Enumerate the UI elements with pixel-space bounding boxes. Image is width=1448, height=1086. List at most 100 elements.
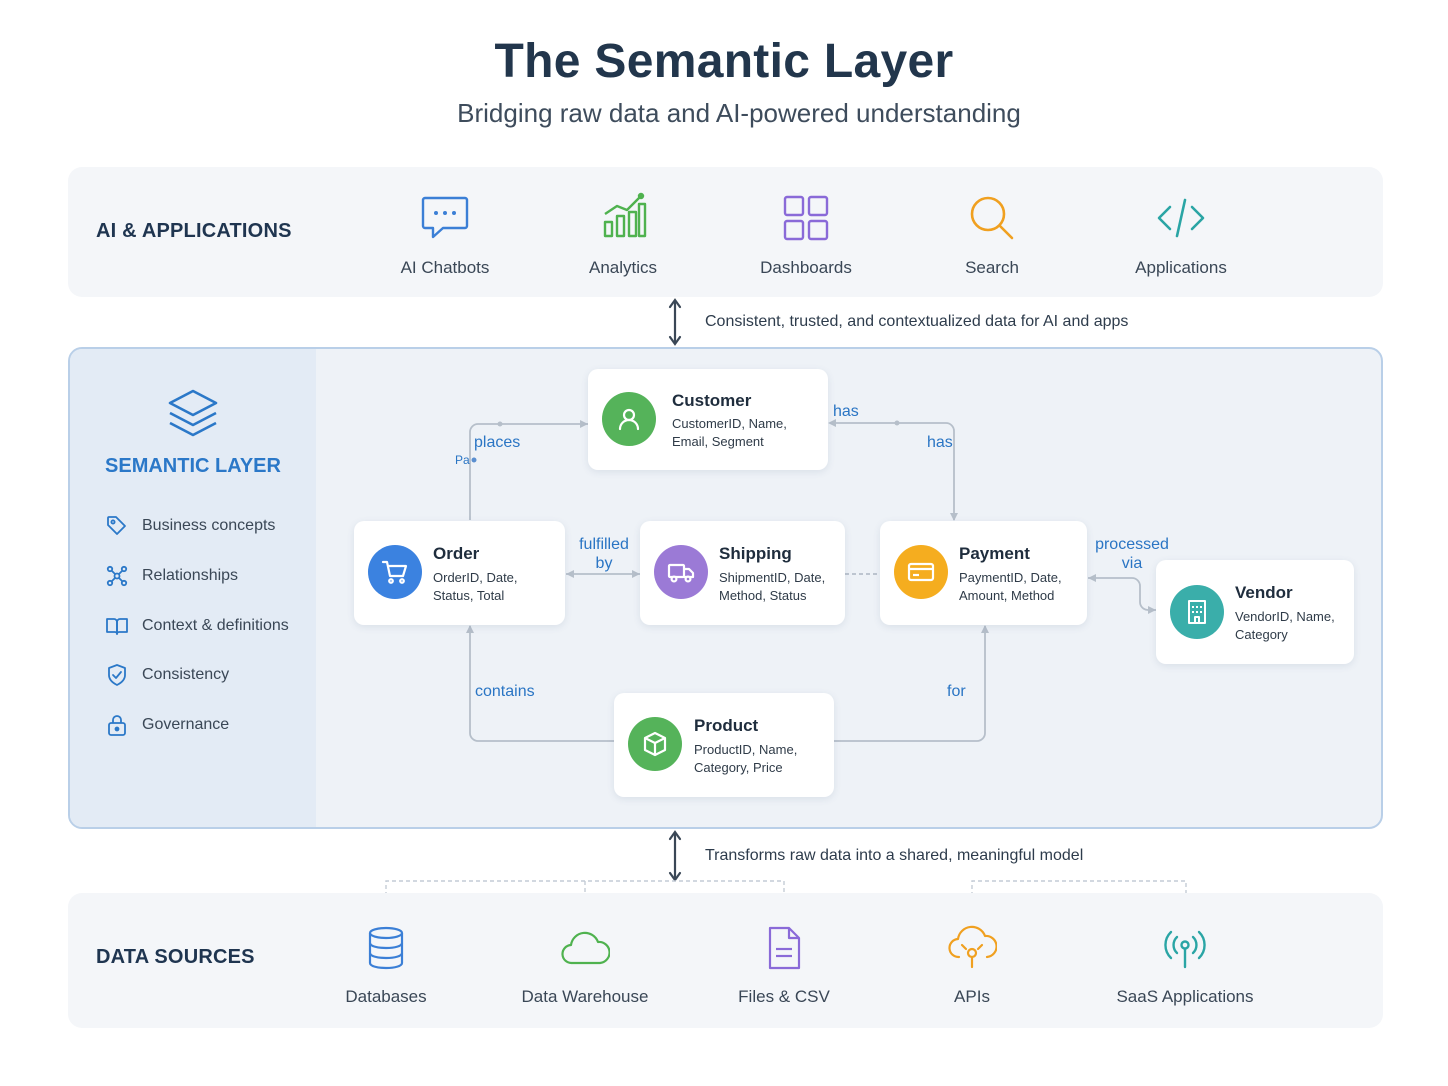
field-line: Category, Price (694, 760, 783, 775)
source-label: SaaS Applications (1116, 987, 1254, 1006)
app-label: Applications (1135, 258, 1227, 277)
entity-name: Shipping (719, 544, 792, 563)
edge-label-places: places (474, 434, 521, 451)
field-line: PaymentID, Date, (959, 570, 1062, 585)
credit-card-icon (907, 562, 935, 582)
app-dashboards[interactable]: Dashboards (721, 192, 891, 278)
feature-business-concepts: Business concepts (106, 514, 275, 538)
connector-arrow-top (668, 298, 682, 346)
database-icon (368, 926, 404, 970)
app-label: Analytics (588, 258, 658, 277)
code-icon (1157, 198, 1205, 238)
entity-product[interactable]: Product ProductID, Name, Category, Price (614, 693, 834, 797)
grid-icon (783, 195, 829, 241)
feature-label: Relationships (142, 567, 239, 584)
edge-label-for: for (947, 683, 966, 700)
network-icon (106, 565, 128, 587)
edge-label-stray: Pa (455, 453, 470, 467)
shield-check-icon (108, 664, 126, 686)
field-line: ShipmentID, Date, (719, 570, 826, 585)
layers-icon (168, 389, 218, 437)
connector-arrow-bottom (668, 830, 682, 882)
edge-label-contains: contains (475, 683, 535, 700)
feature-label: Context & definitions (142, 617, 289, 634)
source-files-csv[interactable]: Files & CSV (699, 925, 869, 1007)
cloud-icon (561, 931, 610, 965)
feature-consistency: Consistency (106, 663, 229, 687)
truck-icon (667, 563, 695, 583)
edge-label-has-1: has (833, 403, 859, 420)
entity-customer[interactable]: Customer CustomerID, Name, Email, Segmen… (588, 369, 828, 470)
tag-icon (107, 516, 126, 535)
feature-label: Governance (142, 716, 230, 733)
app-ai-chatbots[interactable]: AI Chatbots (360, 192, 530, 278)
edge-label-line: processed (1095, 536, 1169, 553)
entity-icon-circle (1170, 585, 1224, 639)
field-line: Email, Segment (672, 434, 764, 449)
feature-relationships: Relationships (106, 564, 238, 588)
entity-vendor[interactable]: Vendor VendorID, Name, Category (1156, 560, 1354, 664)
edge-label-line: by (595, 555, 613, 572)
entity-fields: VendorID, Name, Category (1235, 608, 1335, 644)
source-saas-applications[interactable]: SaaS Applications (1085, 925, 1285, 1007)
edge-label-line: via (1121, 555, 1143, 572)
entity-name: Payment (959, 544, 1030, 563)
chat-bubble-icon (421, 196, 469, 239)
entity-payment[interactable]: Payment PaymentID, Date, Amount, Method (880, 521, 1087, 625)
bar-chart-icon (603, 192, 647, 238)
field-line: Status, Total (433, 588, 505, 603)
page-subtitle: Bridging raw data and AI-powered underst… (457, 98, 1021, 128)
edge-label-processed-via: processed via (1090, 535, 1174, 573)
app-search[interactable]: Search (907, 192, 1077, 278)
band-label-data-sources: DATA SOURCES (96, 946, 255, 968)
app-label: AI Chatbots (400, 258, 490, 277)
entity-fields: CustomerID, Name, Email, Segment (672, 415, 787, 451)
entity-fields: PaymentID, Date, Amount, Method (959, 569, 1062, 605)
source-databases[interactable]: Databases (301, 925, 471, 1007)
entity-fields: OrderID, Date, Status, Total (433, 569, 518, 605)
field-line: OrderID, Date, (433, 570, 518, 585)
user-icon (618, 408, 640, 431)
entity-name: Customer (672, 391, 752, 410)
field-line: Category (1235, 627, 1288, 642)
field-line: ProductID, Name, (694, 742, 798, 757)
edge-label-line: fulfilled (579, 536, 629, 553)
entity-order[interactable]: Order OrderID, Date, Status, Total (354, 521, 565, 625)
page-title: The Semantic Layer (494, 35, 954, 88)
entity-icon-circle (628, 717, 682, 771)
source-label: APIs (954, 987, 990, 1006)
source-apis[interactable]: APIs (887, 925, 1057, 1007)
source-label: Data Warehouse (521, 987, 649, 1006)
entity-name: Vendor (1235, 583, 1293, 602)
connector-text-bottom: Transforms raw data into a shared, meani… (705, 847, 1084, 864)
feature-governance: Governance (106, 713, 229, 737)
app-applications[interactable]: Applications (1096, 192, 1266, 278)
magnifier-icon (970, 196, 1014, 240)
field-line: VendorID, Name, (1235, 609, 1335, 624)
entity-name: Order (433, 544, 480, 563)
app-label: Dashboards (760, 258, 852, 277)
feature-context-definitions: Context & definitions (106, 614, 289, 638)
entity-shipping[interactable]: Shipping ShipmentID, Date, Method, Statu… (640, 521, 845, 625)
building-icon (1188, 600, 1206, 624)
entity-icon-circle (602, 392, 656, 446)
semantic-layer-sidebar: SEMANTIC LAYER Business concepts Relatio… (70, 349, 316, 827)
box-icon (643, 731, 667, 757)
feature-label: Consistency (142, 666, 230, 683)
source-label: Files & CSV (738, 987, 830, 1006)
cart-icon (381, 560, 408, 584)
field-line: CustomerID, Name, (672, 416, 787, 431)
book-icon (106, 618, 128, 635)
source-data-warehouse[interactable]: Data Warehouse (500, 925, 670, 1007)
entity-icon-circle (654, 545, 708, 599)
edge-label-fulfilled-by: fulfilled by (574, 535, 634, 573)
cloud-api-icon (948, 925, 997, 969)
ai-applications-band: AI & APPLICATIONS AI Chatbots Analytics … (68, 167, 1383, 297)
semantic-layer-title: SEMANTIC LAYER (105, 455, 281, 477)
app-analytics[interactable]: Analytics (538, 192, 708, 278)
entity-icon-circle (368, 545, 422, 599)
app-label: Search (965, 258, 1019, 277)
data-sources-band: DATA SOURCES Databases Data Warehouse Fi… (68, 893, 1383, 1028)
entity-name: Product (694, 716, 759, 735)
source-label: Databases (345, 987, 427, 1006)
